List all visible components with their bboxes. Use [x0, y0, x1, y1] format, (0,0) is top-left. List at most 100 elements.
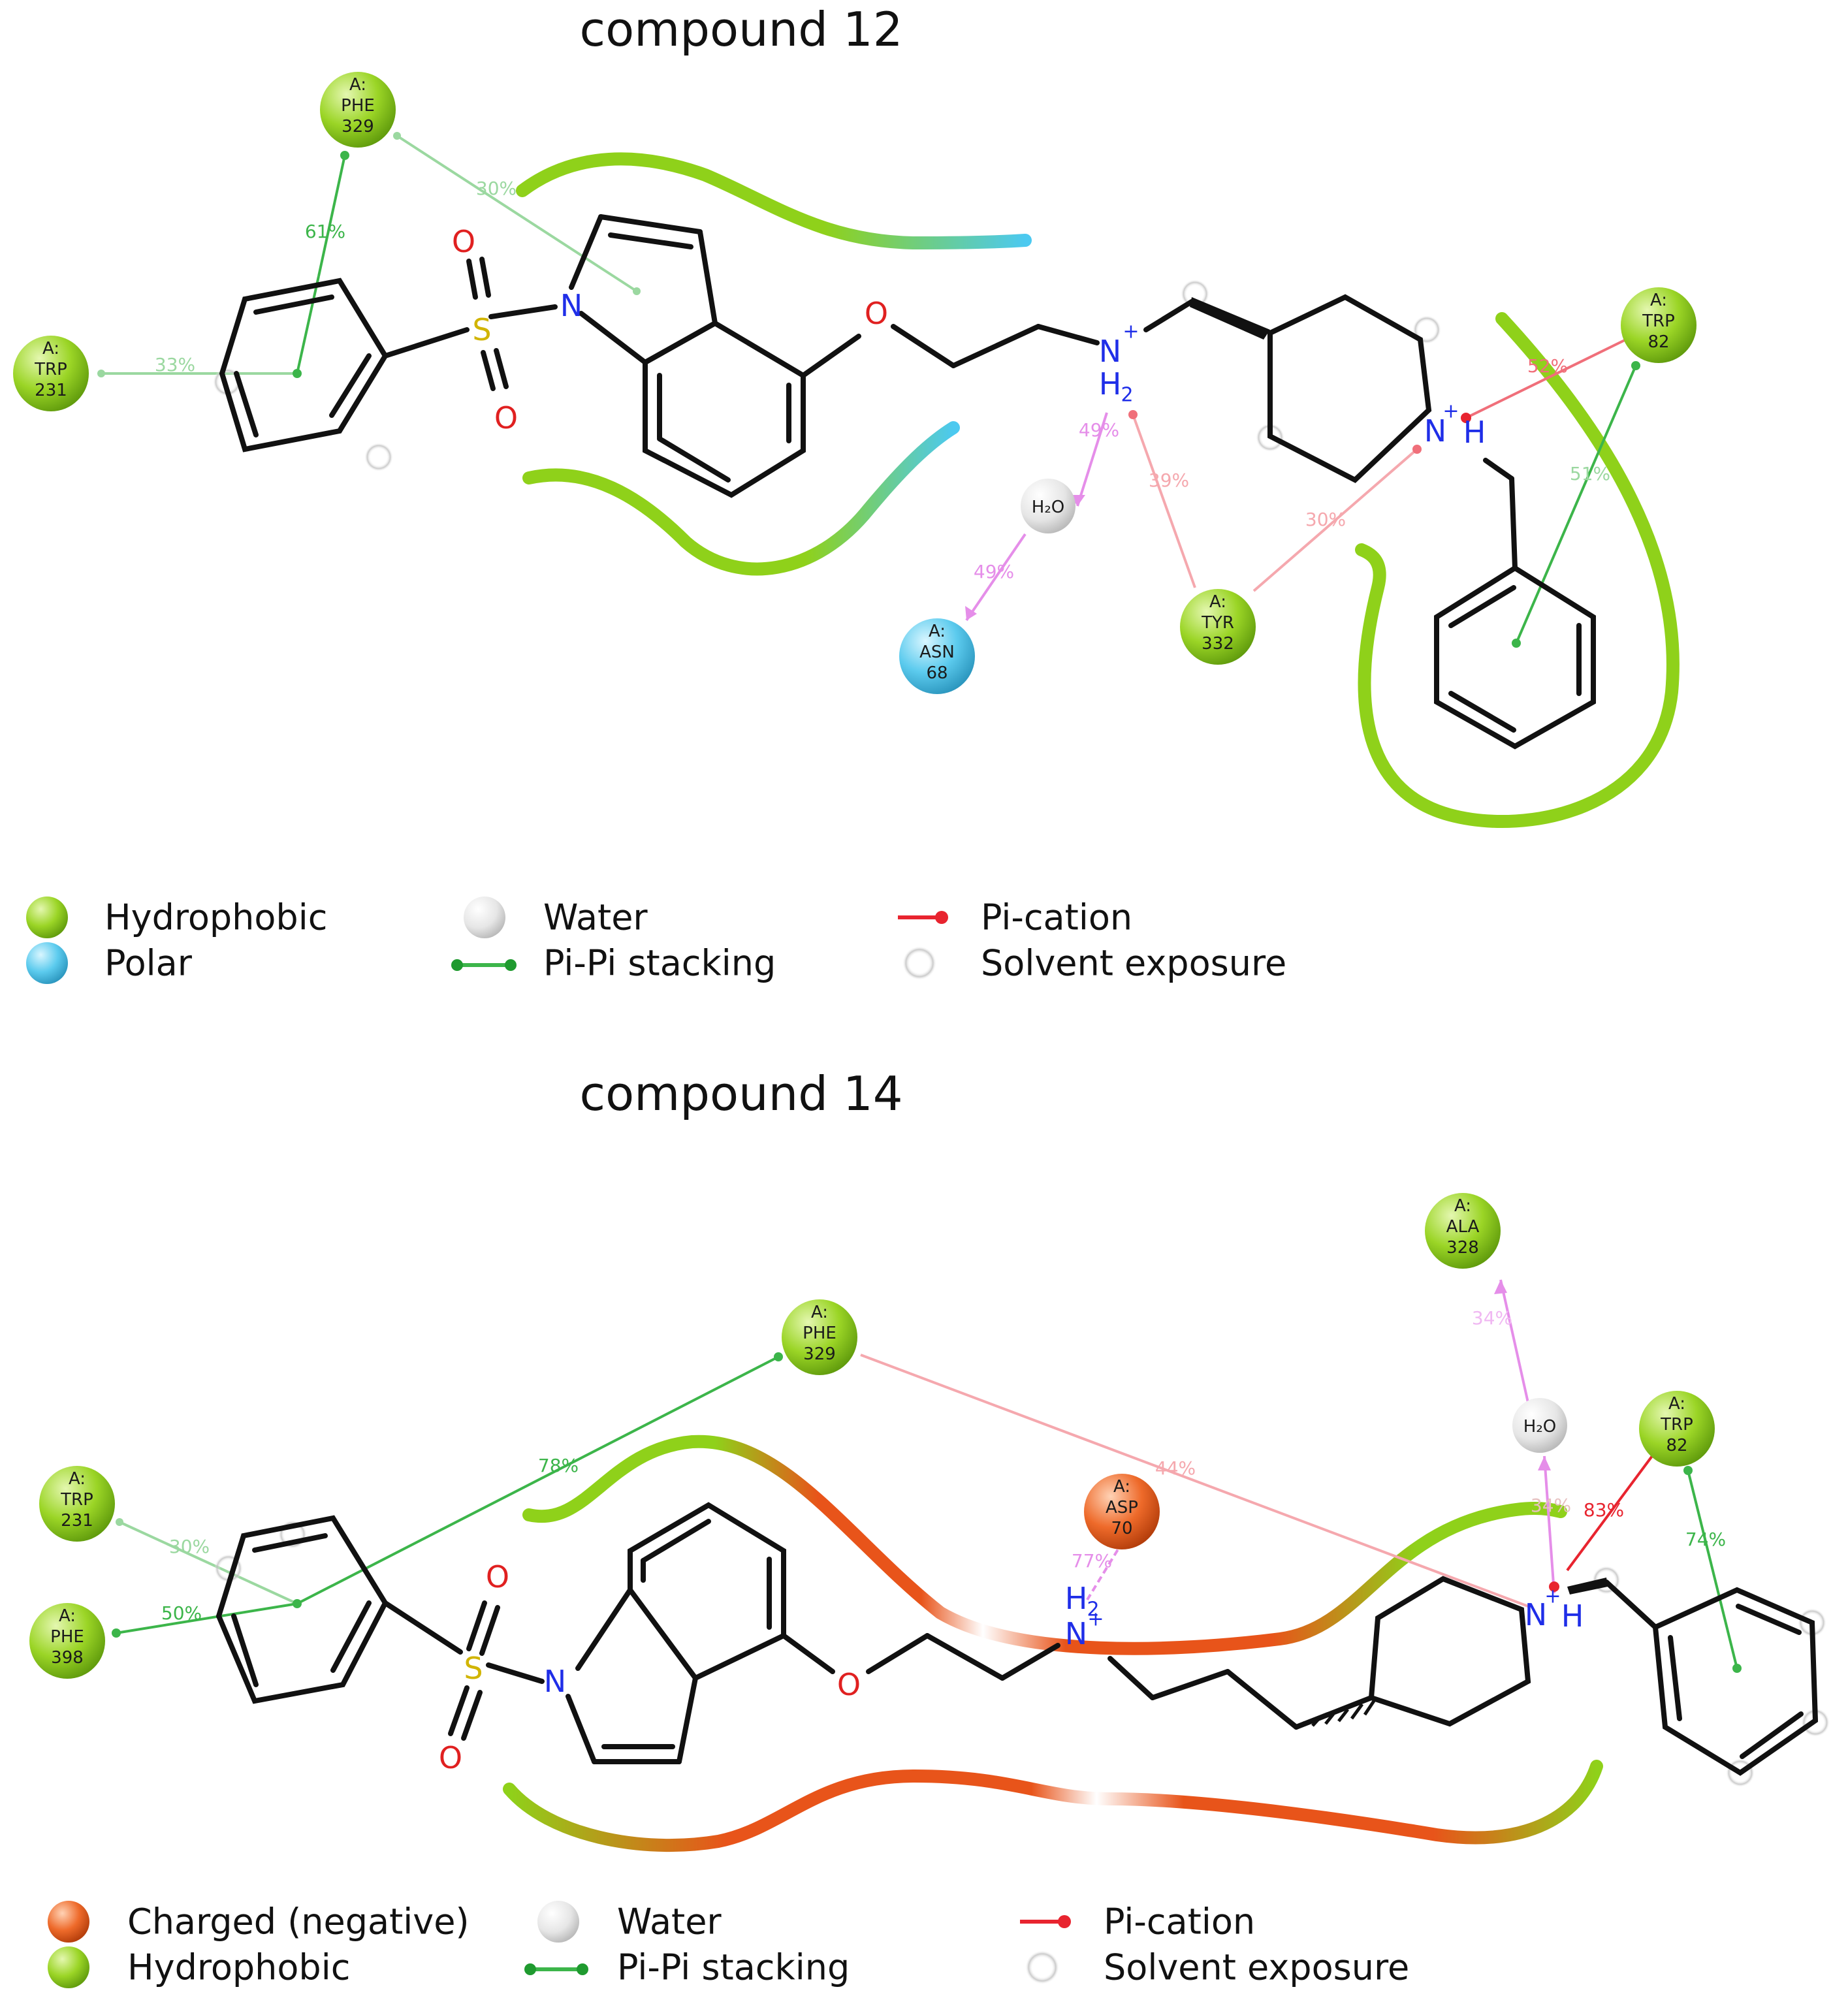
legend-label: Charged (negative) — [127, 1901, 470, 1943]
legend-label: Polar — [104, 943, 193, 984]
pi-cation-line — [1252, 448, 1418, 592]
hydrogen-atom: H — [1065, 1581, 1088, 1616]
percentage-label: 78% — [538, 1455, 579, 1476]
hydrogen-atom: H — [1099, 366, 1122, 402]
pi-cation-line — [1465, 338, 1627, 419]
pi-cation-line-swatch — [898, 911, 948, 924]
legend-label: Hydrophobic — [127, 1947, 350, 1988]
residue-ala328: A: ALA 328 — [1425, 1193, 1501, 1269]
percentage-label: 61% — [305, 221, 345, 242]
svg-text:H₂O: H₂O — [1032, 498, 1064, 517]
svg-text:TRP: TRP — [1642, 311, 1675, 331]
oxygen-atom: O — [452, 224, 475, 259]
solvent-exposure-swatch — [1025, 1950, 1059, 1984]
subscript-label: 2 — [1087, 1598, 1099, 1621]
percentage-label: 44% — [1155, 1457, 1196, 1479]
nitrogen-atom: N — [1065, 1616, 1087, 1651]
svg-text:A:: A: — [1113, 1477, 1130, 1497]
svg-text:A:: A: — [811, 1303, 828, 1322]
pi-pi-line — [116, 1602, 298, 1634]
svg-text:70: 70 — [1111, 1519, 1132, 1538]
svg-text:A:: A: — [1209, 592, 1226, 612]
legend-label: Pi-Pi stacking — [617, 1947, 850, 1988]
hydrogen-atom: H — [1561, 1598, 1584, 1634]
residue-trp231: A: TRP 231 — [39, 1466, 115, 1542]
legend: Hydrophobic Polar Water Pi-Pi stacking P… — [26, 897, 1286, 984]
charge-label: + — [1442, 400, 1459, 423]
charge-label: + — [1087, 1608, 1104, 1631]
residue-phe329: A: PHE 329 — [320, 72, 396, 148]
legend: Charged (negative) Hydrophobic Water Pi-… — [48, 1901, 1409, 1988]
legend-label: Water — [543, 897, 648, 938]
legend-label: Water — [617, 1901, 722, 1943]
pi-pi-line — [317, 155, 346, 277]
pi-cation-line — [1566, 1455, 1653, 1572]
pi-pi-line-swatch — [451, 959, 517, 971]
svg-text:A:: A: — [69, 1469, 86, 1489]
percentage-label: 50% — [161, 1602, 202, 1624]
charge-label: + — [1123, 321, 1139, 343]
percentage-label: 34% — [1531, 1495, 1571, 1516]
solvent-exposure-swatch — [902, 946, 936, 980]
percentage-label: 51% — [1570, 463, 1610, 484]
nitrogen-atom: N — [1525, 1597, 1547, 1632]
pi-pi-line — [1515, 365, 1637, 644]
water-molecule: H₂O — [1021, 479, 1075, 533]
percentage-label: 83% — [1584, 1499, 1624, 1521]
solvent-exposure-halos — [213, 279, 1441, 471]
residue-asp70: A: ASP 70 — [1084, 1474, 1160, 1549]
polar-swatch — [26, 942, 68, 984]
sulfur-atom: S — [472, 312, 491, 347]
water-swatch — [464, 897, 505, 938]
sulfur-atom: S — [464, 1651, 483, 1686]
svg-text:332: 332 — [1202, 634, 1234, 654]
percentage-label: 77% — [1072, 1550, 1112, 1572]
ligand-structure — [215, 1502, 1819, 1776]
legend-label: Solvent exposure — [1104, 1947, 1409, 1988]
svg-text:ALA: ALA — [1446, 1217, 1480, 1237]
percentage-label: 74% — [1685, 1529, 1726, 1550]
svg-text:A:: A: — [1668, 1394, 1685, 1414]
pi-pi-line — [296, 276, 320, 374]
charged-negative-swatch — [48, 1901, 89, 1943]
pi-pi-line — [296, 1356, 779, 1605]
pi-pi-line — [396, 135, 638, 293]
percentage-label: 34% — [1472, 1307, 1512, 1329]
percentage-label: 30% — [1305, 509, 1346, 530]
svg-text:TRP: TRP — [1660, 1415, 1693, 1435]
nitrogen-atom: N — [1099, 334, 1121, 369]
percentage-label: 30% — [169, 1536, 210, 1557]
percentage-label: 39% — [1149, 469, 1189, 491]
pi-pi-line — [119, 1521, 298, 1605]
subscript-label: 2 — [1121, 384, 1133, 407]
svg-text:231: 231 — [35, 381, 67, 400]
residue-tyr332: A: TYR 332 — [1180, 589, 1256, 665]
oxygen-atom: O — [865, 296, 888, 331]
svg-text:A:: A: — [929, 622, 946, 641]
oxygen-atom: O — [486, 1559, 509, 1595]
atom-labels: S O O N O N + H 2 N + H — [452, 224, 1486, 450]
water-bridge-line — [1076, 412, 1108, 507]
residue-trp82: A: TRP 82 — [1621, 287, 1697, 363]
svg-text:328: 328 — [1446, 1238, 1479, 1258]
oxygen-atom: O — [494, 400, 518, 436]
svg-text:ASP: ASP — [1106, 1498, 1138, 1517]
svg-text:ASN: ASN — [919, 643, 955, 662]
oxygen-atom: O — [837, 1667, 861, 1702]
legend-label: Pi-cation — [981, 897, 1132, 938]
oxygen-atom: O — [439, 1740, 462, 1775]
svg-text:A:: A: — [42, 339, 59, 358]
compound-14-panel: compound 14 78% 30% 50% 44% 77% 34% 34% … — [29, 1066, 1830, 1988]
legend-label: Hydrophobic — [104, 897, 327, 938]
svg-text:A:: A: — [1650, 291, 1667, 310]
legend-label: Solvent exposure — [981, 943, 1286, 984]
svg-text:TYR: TYR — [1201, 613, 1234, 633]
svg-text:329: 329 — [342, 117, 374, 136]
water-bridge-line — [1499, 1279, 1529, 1403]
residue-phe398: A: PHE 398 — [29, 1603, 105, 1679]
svg-text:A:: A: — [1454, 1196, 1471, 1216]
percentage-label: 33% — [155, 354, 195, 375]
pi-cation-line — [860, 1354, 1529, 1608]
svg-text:PHE: PHE — [50, 1627, 84, 1647]
percentage-label: 49% — [1079, 419, 1119, 441]
